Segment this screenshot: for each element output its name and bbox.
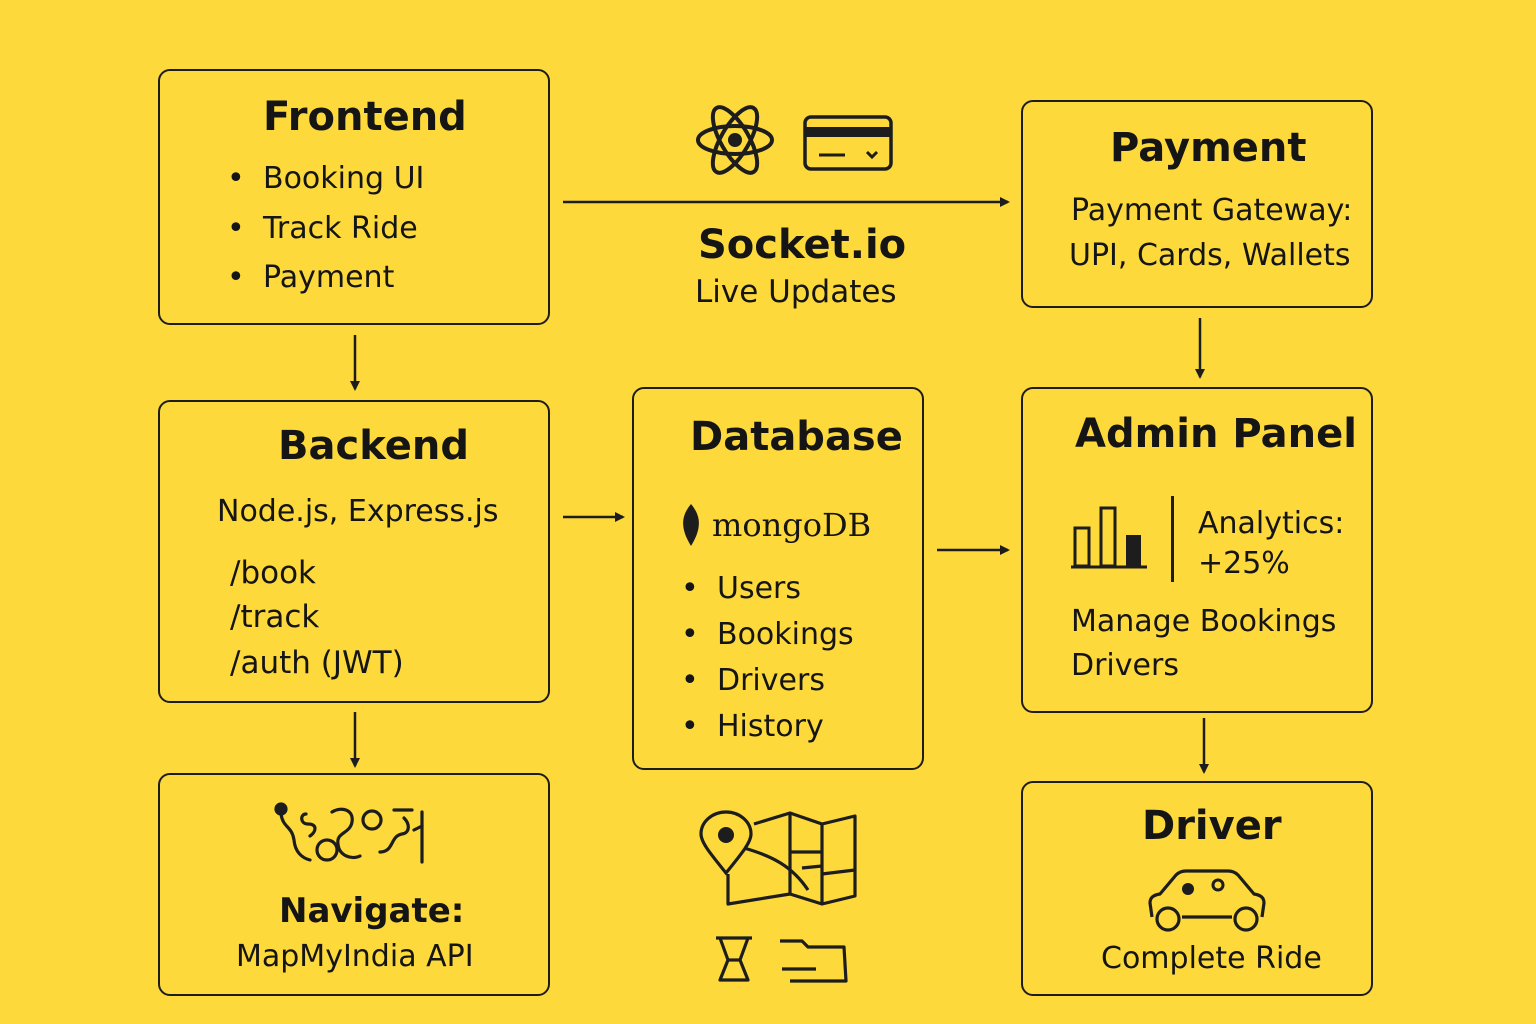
analytics-value: +25% xyxy=(1198,546,1290,581)
socket-title: Socket.io xyxy=(698,222,907,268)
folder-icon xyxy=(780,939,848,983)
database-item: History xyxy=(681,709,824,744)
mongodb-logo-text: mongoDB xyxy=(712,506,872,544)
payment-title: Payment xyxy=(1110,125,1307,171)
navigate-title: Navigate: xyxy=(279,891,465,931)
hourglass-icon xyxy=(716,936,752,982)
database-item: Drivers xyxy=(681,663,825,698)
frontend-item: Track Ride xyxy=(227,211,418,246)
mongodb-leaf-icon xyxy=(683,504,699,546)
react-atom-icon xyxy=(696,105,774,175)
credit-card-icon xyxy=(803,115,893,171)
database-box xyxy=(632,387,924,770)
navigate-box xyxy=(158,773,550,996)
driver-box xyxy=(1021,781,1373,996)
analytics-label: Analytics: xyxy=(1198,506,1345,541)
car-icon xyxy=(1148,869,1266,932)
payment-gateway-label: Payment Gateway: xyxy=(1071,193,1353,228)
payment-box xyxy=(1021,100,1373,308)
backend-box xyxy=(158,400,550,703)
database-title: Database xyxy=(690,414,903,460)
folded-map-icon xyxy=(726,811,857,906)
backend-route: /auth (JWT) xyxy=(230,645,404,681)
driver-title: Driver xyxy=(1142,803,1282,849)
frontend-title: Frontend xyxy=(263,94,467,140)
backend-title: Backend xyxy=(278,423,469,469)
frontend-box xyxy=(158,69,550,325)
payment-methods: UPI, Cards, Wallets xyxy=(1069,238,1351,273)
admin-panel-box xyxy=(1021,387,1373,713)
frontend-item: Payment xyxy=(227,260,394,295)
route-path-icon xyxy=(274,802,424,864)
analytics-divider xyxy=(1171,496,1174,582)
admin-title: Admin Panel xyxy=(1075,411,1357,457)
manage-bookings-text: Manage Bookings xyxy=(1071,604,1337,639)
backend-stack: Node.js, Express.js xyxy=(217,494,499,529)
navigate-api: MapMyIndia API xyxy=(236,939,474,974)
database-item: Bookings xyxy=(681,617,854,652)
map-pin-icon xyxy=(699,810,753,876)
database-item: Users xyxy=(681,571,801,606)
manage-drivers-text: Drivers xyxy=(1071,648,1179,683)
socket-subtitle: Live Updates xyxy=(695,274,897,310)
backend-route: /book xyxy=(230,555,317,591)
bar-chart-icon xyxy=(1071,506,1147,569)
driver-action: Complete Ride xyxy=(1101,941,1322,976)
backend-route: /track xyxy=(230,599,320,635)
frontend-item: Booking UI xyxy=(227,161,424,196)
